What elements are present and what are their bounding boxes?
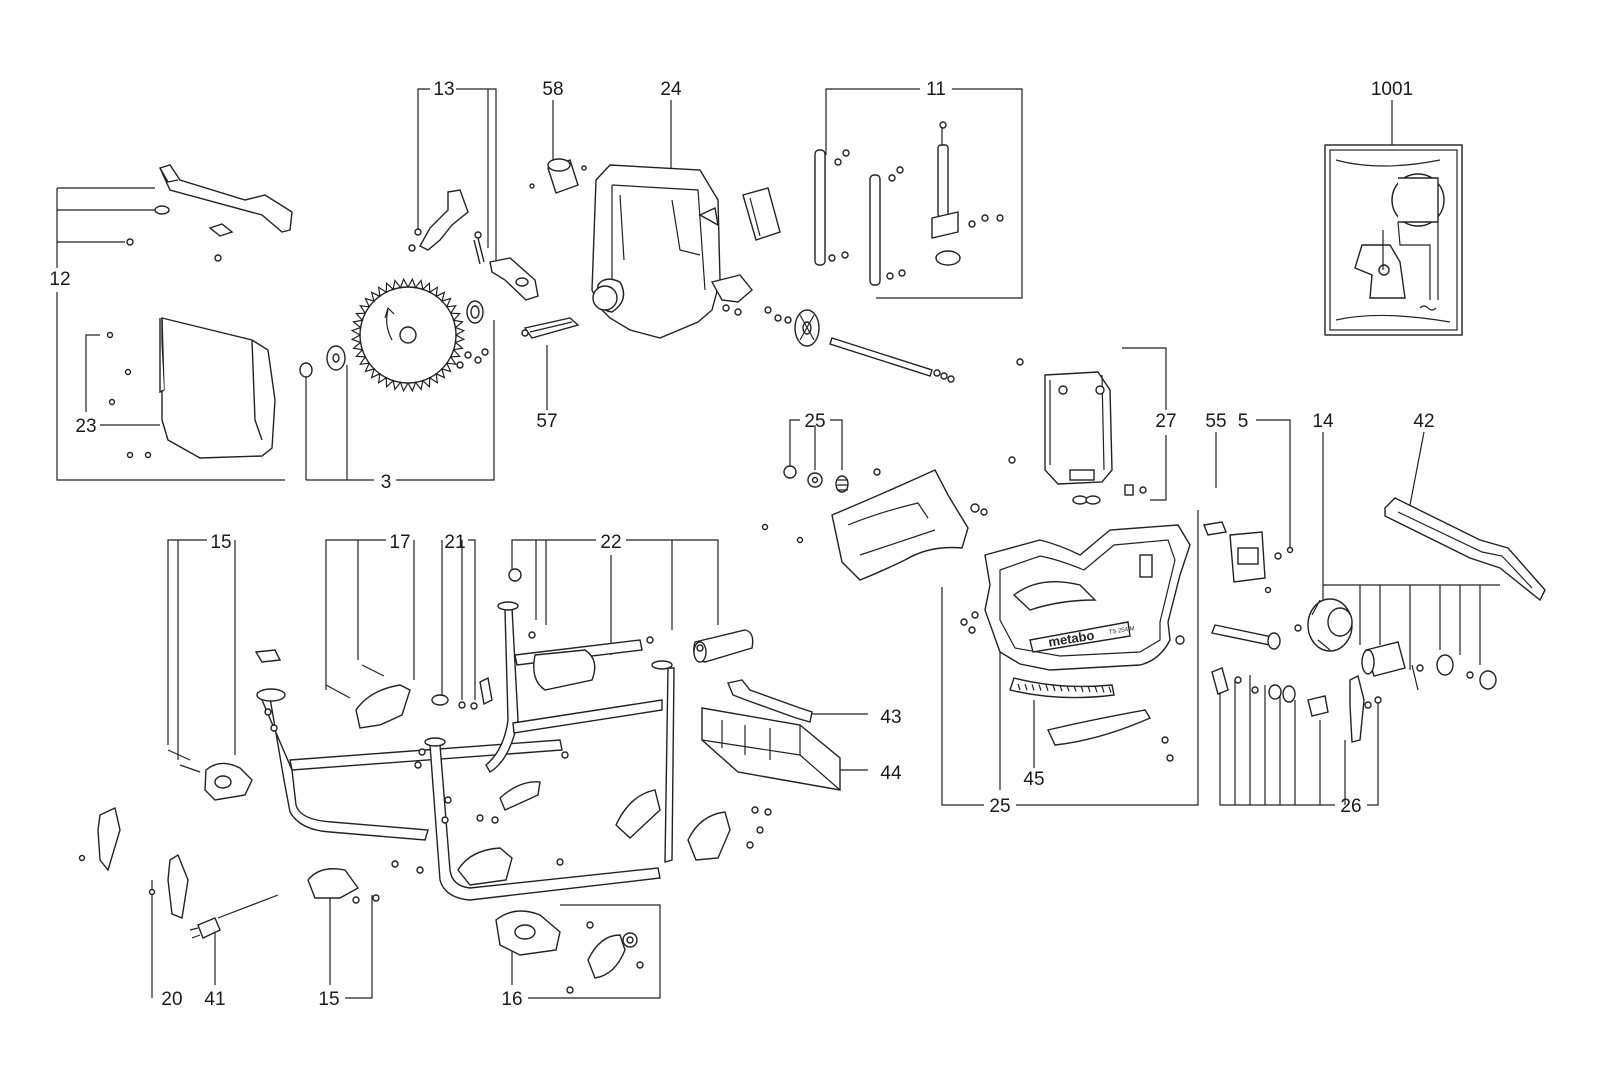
callout-15-top[interactable]: 15 bbox=[210, 532, 231, 553]
brand-logo-text: metabo bbox=[1047, 628, 1095, 650]
part-16-leg-foot-assembly bbox=[495, 910, 644, 994]
callout-55[interactable]: 55 bbox=[1205, 411, 1226, 432]
leader-lines bbox=[56, 88, 1500, 999]
callout-41[interactable]: 41 bbox=[204, 989, 225, 1010]
callout-labels: 13 58 24 11 1001 12 23 3 57 27 25 55 5 1… bbox=[49, 79, 1434, 1010]
callout-44[interactable]: 44 bbox=[880, 763, 902, 784]
callout-5[interactable]: 5 bbox=[1238, 411, 1249, 432]
callout-13[interactable]: 13 bbox=[433, 79, 454, 100]
callout-11[interactable]: 11 bbox=[926, 79, 946, 100]
callout-27[interactable]: 27 bbox=[1155, 411, 1176, 432]
part-57-guide-rail bbox=[521, 317, 580, 339]
model-text: TS 254 M bbox=[1109, 626, 1136, 636]
part-13-riving-knife bbox=[408, 189, 539, 301]
part-25-front-panel: metabo TS 254 M bbox=[960, 524, 1191, 671]
part-22-stand-frame bbox=[254, 568, 754, 901]
part-15-leg-foot bbox=[167, 749, 253, 801]
callout-42[interactable]: 42 bbox=[1413, 411, 1434, 432]
callout-3[interactable]: 3 bbox=[381, 472, 392, 493]
part-gear-shaft bbox=[764, 306, 955, 383]
callout-45[interactable]: 45 bbox=[1023, 769, 1044, 790]
part-43-wrench bbox=[727, 679, 813, 723]
part-5-on-off-switch bbox=[1229, 531, 1294, 594]
callout-43[interactable]: 43 bbox=[880, 707, 901, 728]
part-27-switch-box bbox=[1008, 358, 1147, 505]
part-15-leg-end-cap bbox=[307, 860, 424, 904]
part-3-saw-blade bbox=[299, 277, 489, 393]
part-58-bushing bbox=[529, 158, 587, 194]
callout-14[interactable]: 14 bbox=[1312, 411, 1334, 432]
part-14-handwheel bbox=[1211, 598, 1497, 691]
part-23-guard-side-panel bbox=[106, 317, 276, 459]
callout-24[interactable]: 24 bbox=[660, 79, 682, 100]
part-25-bevel-knob-hardware bbox=[783, 465, 881, 493]
part-45-bevel-rack bbox=[1009, 677, 1174, 762]
callout-23[interactable]: 23 bbox=[75, 416, 96, 437]
part-leg-mount-bracket bbox=[687, 806, 772, 861]
callout-25-bottom[interactable]: 25 bbox=[989, 796, 1010, 817]
callout-25-top[interactable]: 25 bbox=[804, 411, 825, 432]
part-12-blade-guard-cover bbox=[126, 164, 293, 262]
callout-12[interactable]: 12 bbox=[49, 269, 70, 290]
callout-16[interactable]: 16 bbox=[501, 989, 522, 1010]
callout-57[interactable]: 57 bbox=[536, 411, 557, 432]
part-26-lock-lever bbox=[1211, 667, 1382, 743]
part-17-leg-bracket bbox=[325, 664, 449, 729]
part-55-cap bbox=[1203, 521, 1227, 536]
part-1001-wiring-diagram bbox=[1324, 144, 1463, 336]
part-20-foot-pad bbox=[78, 806, 189, 919]
part-11-shaft-assembly bbox=[742, 121, 1004, 286]
part-42-push-stick bbox=[1384, 497, 1546, 602]
callout-1001[interactable]: 1001 bbox=[1371, 79, 1413, 100]
callout-15-bottom[interactable]: 15 bbox=[318, 989, 339, 1010]
callout-21[interactable]: 21 bbox=[444, 532, 465, 553]
callout-58[interactable]: 58 bbox=[542, 79, 563, 100]
part-25-bevel-segment bbox=[761, 469, 988, 581]
part-24-motor-housing bbox=[591, 164, 753, 339]
callout-22[interactable]: 22 bbox=[600, 532, 621, 553]
callout-20[interactable]: 20 bbox=[161, 989, 182, 1010]
part-44-storage-tray bbox=[701, 707, 841, 791]
part-41-power-cord bbox=[189, 894, 279, 939]
callout-17[interactable]: 17 bbox=[389, 532, 410, 553]
callout-26[interactable]: 26 bbox=[1340, 796, 1361, 817]
part-21-spring-clip bbox=[458, 676, 493, 710]
